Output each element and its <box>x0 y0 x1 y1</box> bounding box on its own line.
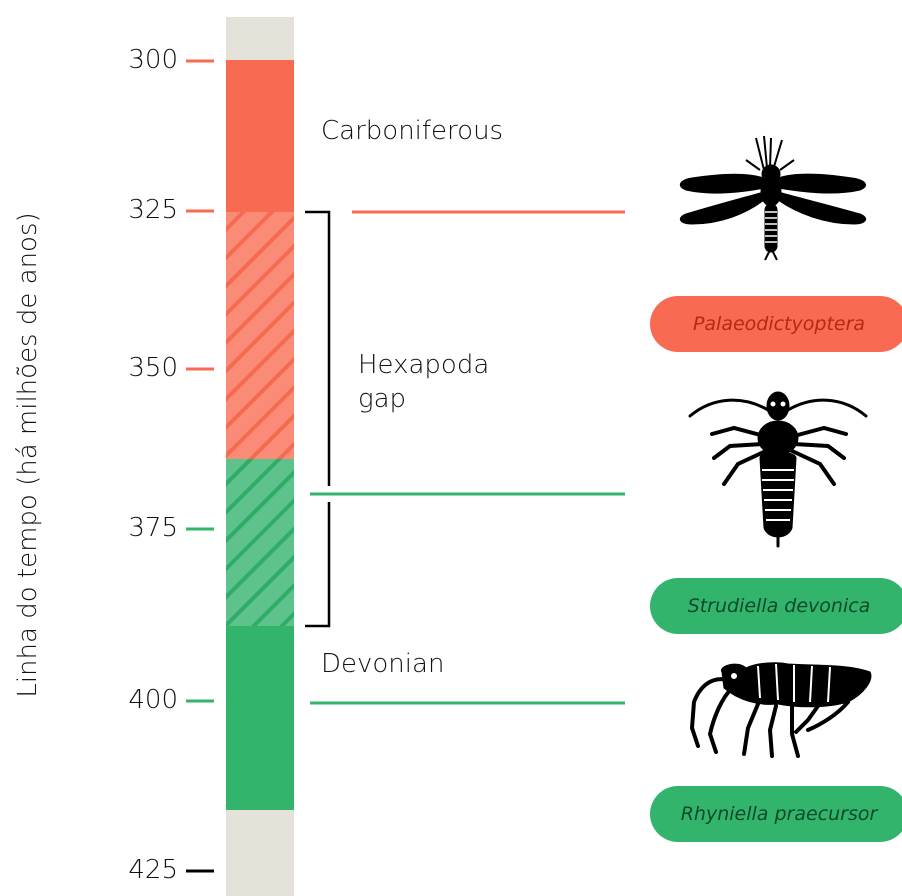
palaeodictyoptera-label: Palaeodictyoptera <box>650 296 902 352</box>
rhyniella-praecursor-label: Rhyniella praecursor <box>650 786 902 842</box>
y-axis-label: Linha do tempo (há milhões de anos) <box>13 212 43 697</box>
devonian-gap-segment <box>226 459 294 626</box>
springtail-icon <box>688 658 876 760</box>
tick-label-400: 400 <box>60 685 178 715</box>
dragonfly-icon <box>672 134 882 262</box>
hexapoda-gap-label-line1: Hexapoda <box>358 348 489 382</box>
tick-label-325: 325 <box>60 195 178 225</box>
devonian-label: Devonian <box>321 648 444 680</box>
carboniferous-segment <box>226 60 294 212</box>
hexapoda-gap-bracket-upper <box>305 212 329 486</box>
strudiella-devonica-label: Strudiella devonica <box>650 578 902 634</box>
hexapoda-gap-bracket-lower <box>305 502 329 626</box>
tick-label-350: 350 <box>60 353 178 383</box>
insect-nymph-icon <box>684 388 874 548</box>
tick-label-300: 300 <box>60 45 178 75</box>
tick-label-425: 425 <box>60 855 178 885</box>
hexapoda-gap-label-line2: gap <box>358 382 489 416</box>
carboniferous-label: Carboniferous <box>321 115 503 147</box>
devonian-segment <box>226 626 294 810</box>
hexapoda-gap-label: Hexapoda gap <box>358 348 489 416</box>
tick-label-375: 375 <box>60 513 178 543</box>
carboniferous-gap-segment <box>226 212 294 459</box>
